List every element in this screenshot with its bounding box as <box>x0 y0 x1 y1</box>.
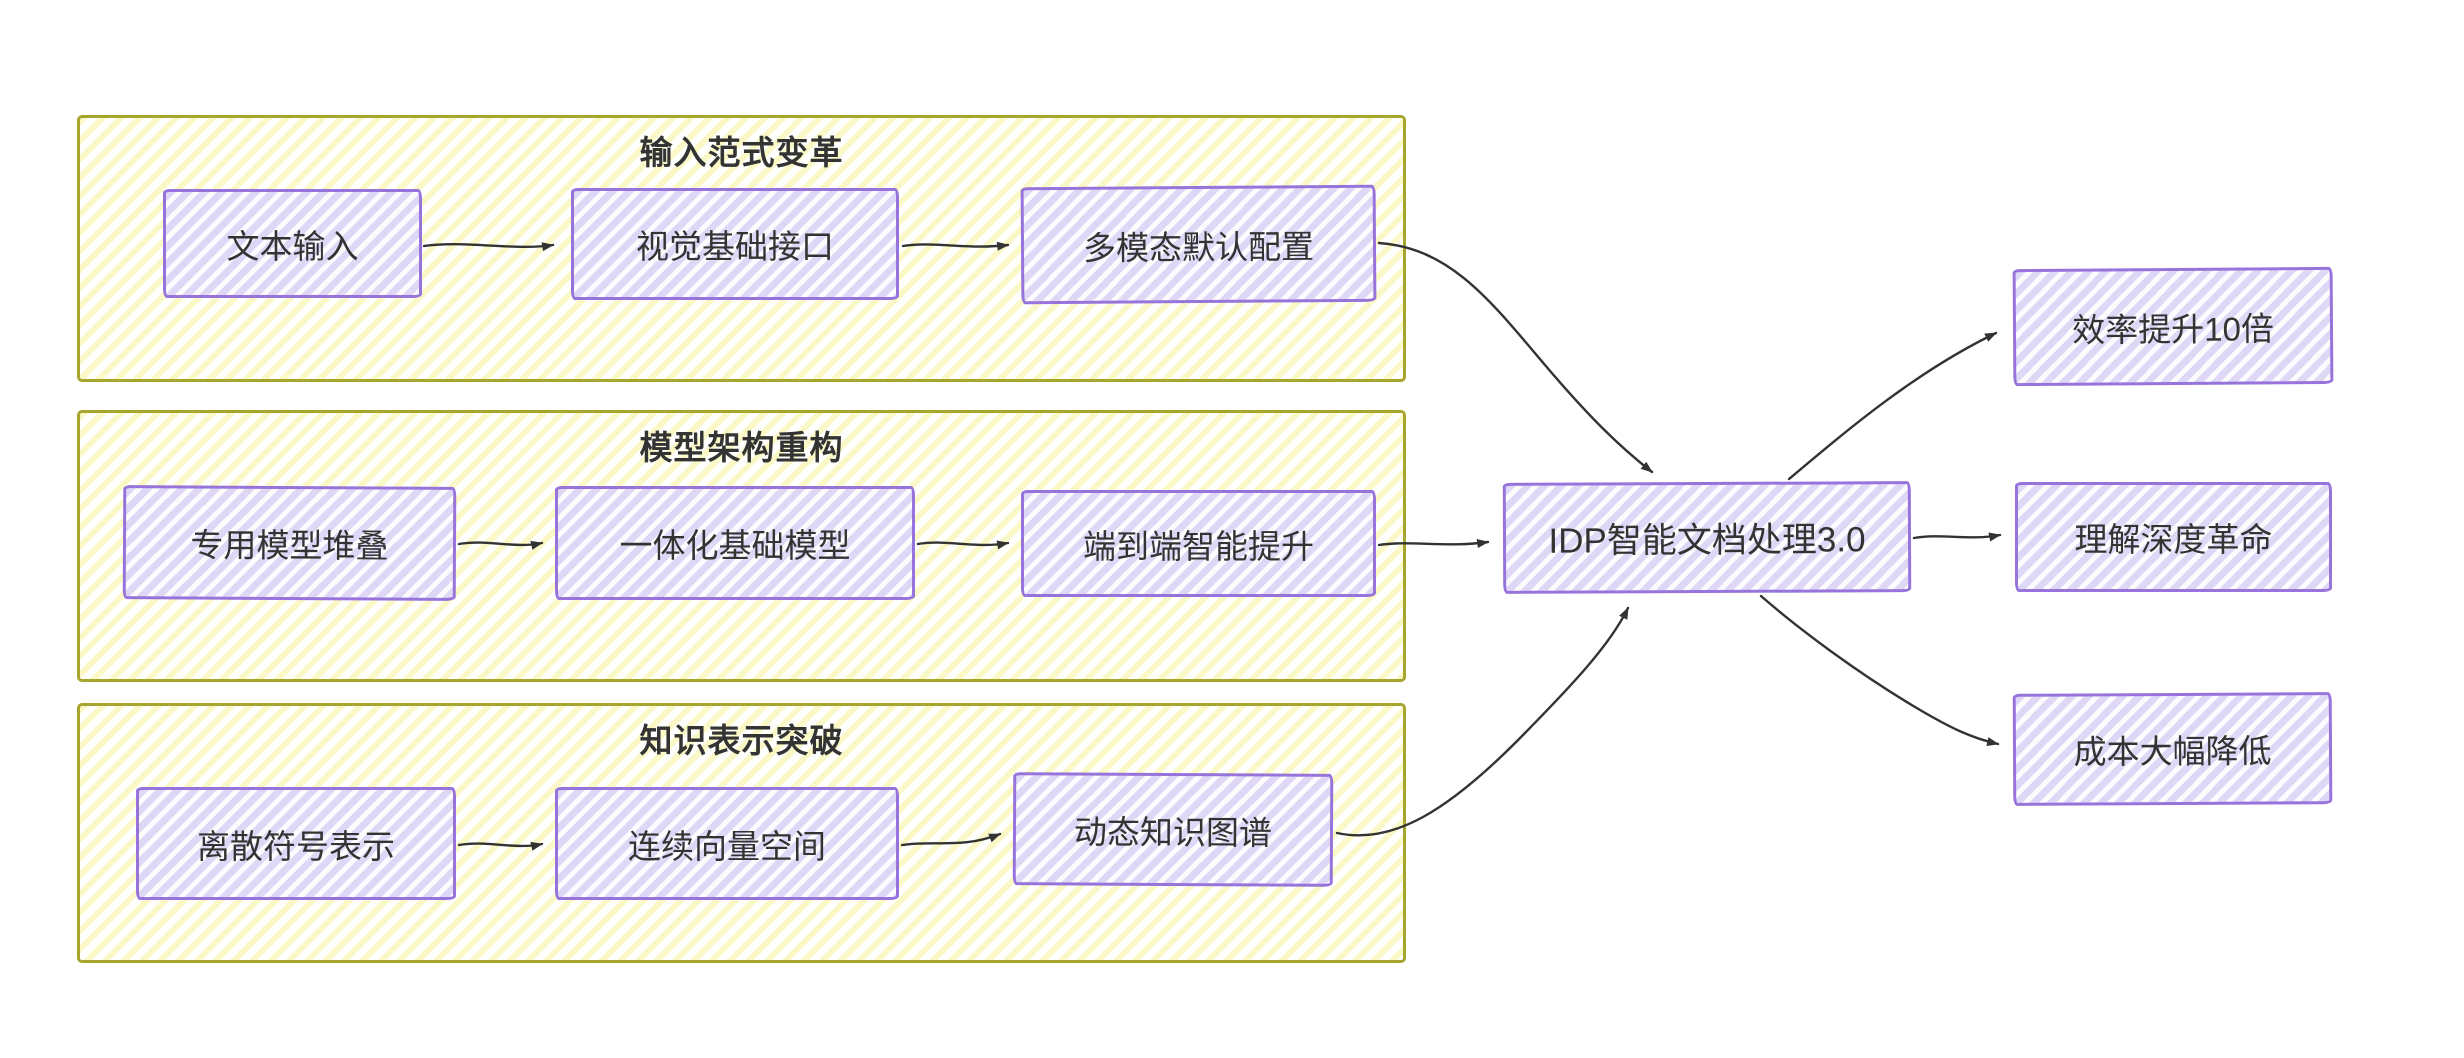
group-title: 输入范式变革 <box>639 134 844 171</box>
node-specialized-model-stack: 专用模型堆叠 <box>122 485 457 601</box>
node-cost-reduction: 成本大幅降低 <box>2012 692 2333 806</box>
edge-multimodal-idp <box>1377 241 1654 474</box>
node-visual-foundation-interface: 视觉基础接口 <box>571 188 899 300</box>
node-continuous-vector-space: 连续向量空间 <box>555 787 899 900</box>
node-dynamic-knowledge-graph: 动态知识图谱 <box>1012 772 1334 887</box>
group-title: 模型架构重构 <box>639 429 844 466</box>
node-multimodal-default-config: 多模态默认配置 <box>1020 184 1377 305</box>
node-end-to-end-intelligence: 端到端智能提升 <box>1021 490 1376 597</box>
node-discrete-symbol-representation: 离散符号表示 <box>136 787 456 900</box>
node-text-input: 文本输入 <box>163 189 422 298</box>
node-understanding-depth: 理解深度革命 <box>2015 482 2332 592</box>
edge-idp-cost <box>1759 594 2000 746</box>
node-efficiency-10x: 效率提升10倍 <box>2012 266 2334 387</box>
edge-idp-efficiency <box>1787 331 1998 481</box>
edge-idp-understanding <box>1912 532 2002 542</box>
node-unified-foundation-model: 一体化基础模型 <box>555 486 915 600</box>
group-title: 知识表示突破 <box>639 722 844 759</box>
node-idp-center: IDP智能文档处理3.0 <box>1502 481 1912 594</box>
